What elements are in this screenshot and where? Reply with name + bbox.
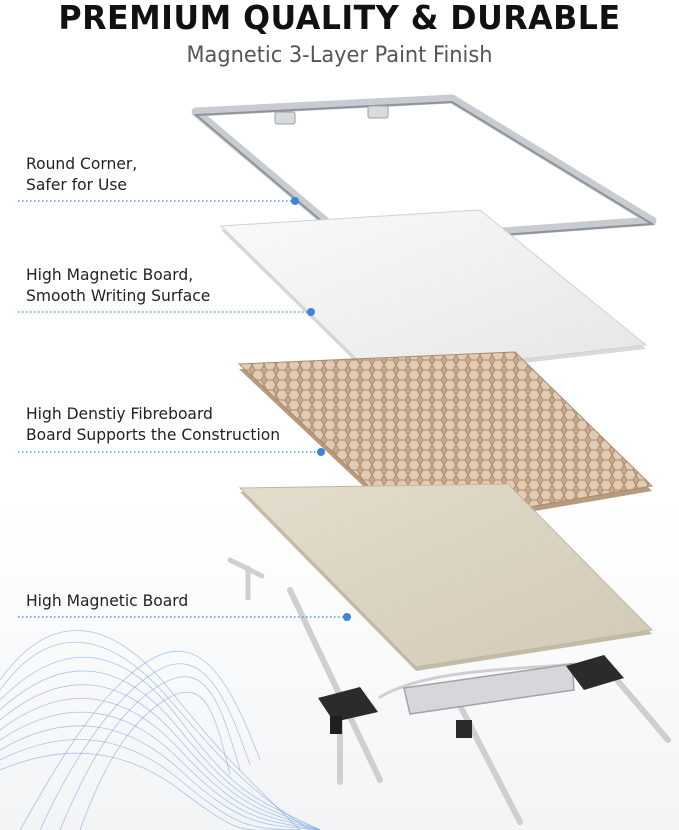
aluminum-frame-graphic (191, 94, 657, 248)
callout-magnetic-writing: High Magnetic Board, Smooth Writing Surf… (26, 264, 210, 306)
callout-1-line-2: Safer for Use (26, 175, 127, 194)
back-magnetic-board-graphic (238, 483, 654, 671)
callout-leaders (18, 200, 346, 618)
callout-dot-4 (343, 613, 351, 621)
page-title: PREMIUM QUALITY & DURABLE (58, 0, 621, 37)
callout-2-line-1: High Magnetic Board, (26, 265, 194, 284)
callout-back-board: High Magnetic Board (26, 590, 188, 611)
whiteboard-layer-graphic (219, 209, 648, 380)
callout-2-line-2: Smooth Writing Surface (26, 286, 211, 305)
page-subtitle: Magnetic 3-Layer Paint Finish (186, 43, 493, 68)
honeycomb-fibreboard-graphic (237, 351, 654, 532)
callout-dot-2 (307, 308, 315, 316)
board-clip-left (318, 687, 378, 734)
callout-3-line-1: High Denstiy Fibreboard (26, 404, 213, 423)
callout-dot-3 (317, 448, 325, 456)
callout-fibreboard: High Denstiy Fibreboard Board Supports t… (26, 403, 280, 445)
callout-1-line-1: Round Corner, (26, 154, 138, 173)
callout-3-line-2: Board Supports the Construction (26, 425, 281, 444)
callout-dots (291, 197, 351, 621)
callout-4-line-1: High Magnetic Board (26, 591, 189, 610)
wave-pattern-decoration (0, 630, 321, 830)
callout-round-corner: Round Corner, Safer for Use (26, 153, 137, 195)
callout-dot-1 (291, 197, 299, 205)
board-clip-right (566, 655, 624, 690)
